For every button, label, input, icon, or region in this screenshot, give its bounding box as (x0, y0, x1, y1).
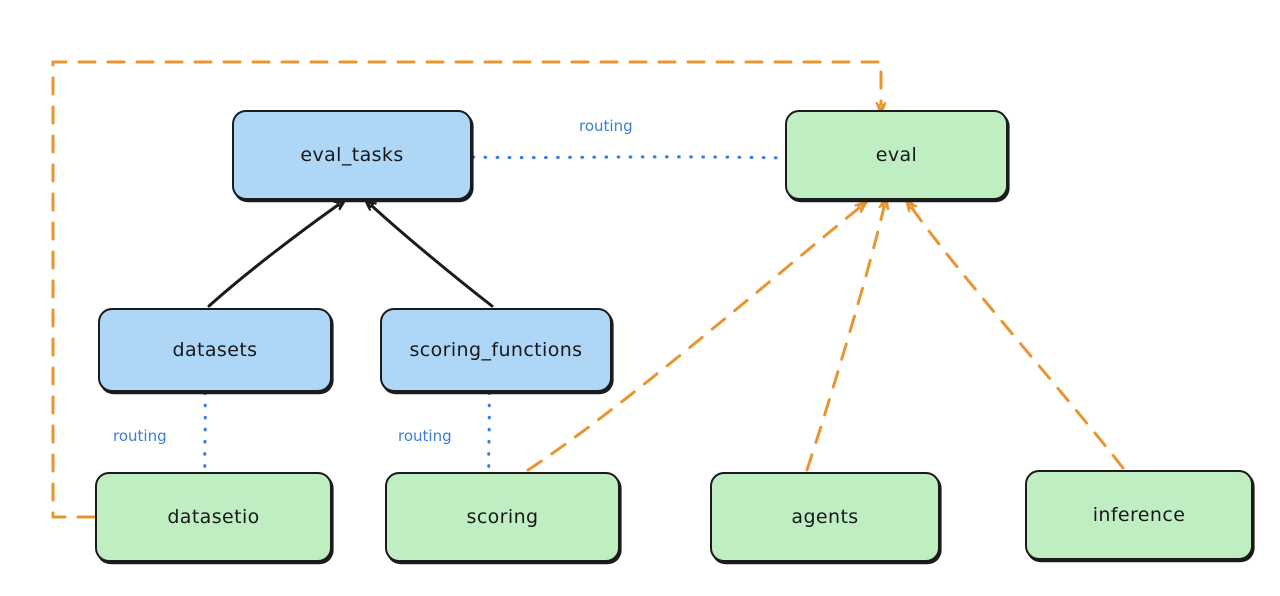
node-datasets[interactable]: datasets (98, 308, 332, 392)
node-label-eval-tasks: eval_tasks (300, 144, 404, 166)
edge-label-routing-datasets: routing (113, 427, 167, 445)
edge-scoring_functions-to-scoring (487, 391, 491, 472)
node-inference[interactable]: inference (1025, 470, 1253, 560)
edge-datasets-to-datasetio (203, 391, 207, 472)
edge-agents-to-eval (805, 207, 884, 472)
node-scoring[interactable]: scoring (385, 472, 620, 562)
edge-label-routing-eval: routing (579, 117, 633, 135)
edge-scoring-to-eval (526, 208, 859, 472)
node-scoring-functions[interactable]: scoring_functions (380, 308, 612, 392)
node-label-datasetio: datasetio (167, 506, 260, 528)
node-label-scoring-functions: scoring_functions (409, 339, 583, 361)
node-datasetio[interactable]: datasetio (95, 472, 332, 562)
edge-eval_tasks-to-eval (471, 155, 786, 160)
edge-datasets-to-eval_tasks (207, 205, 338, 308)
node-eval-tasks[interactable]: eval_tasks (232, 110, 472, 200)
node-label-scoring: scoring (466, 506, 539, 528)
edge-datasetio-to-eval (51, 60, 881, 519)
edge-label-routing-scoring: routing (398, 427, 452, 445)
edge-inference-to-eval (912, 208, 1125, 470)
node-label-inference: inference (1092, 504, 1186, 526)
node-agents[interactable]: agents (710, 472, 940, 562)
node-label-agents: agents (791, 506, 859, 528)
node-label-datasets: datasets (172, 339, 258, 361)
node-label-eval: eval (875, 144, 918, 166)
edge-scoring_functions-to-eval_tasks (372, 206, 494, 308)
node-eval[interactable]: eval (785, 110, 1008, 200)
